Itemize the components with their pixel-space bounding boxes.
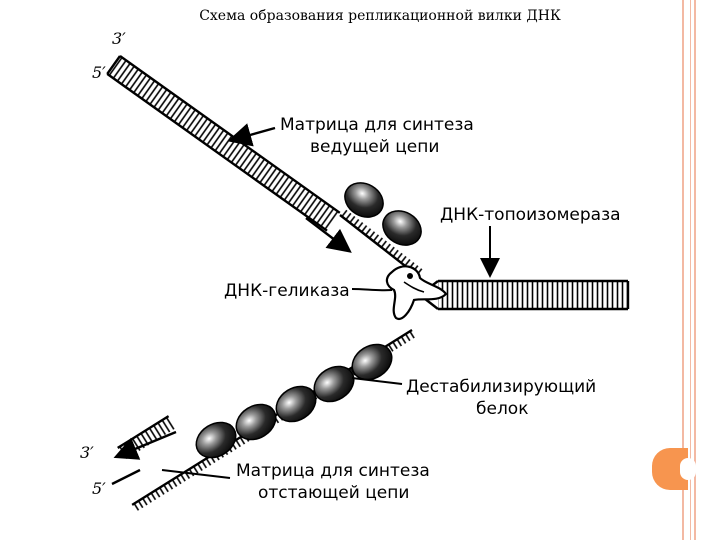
leading-template-label-line2: ведущей цепи <box>310 137 439 157</box>
slide-accent-shape <box>652 448 696 490</box>
ssb-proteins <box>195 343 393 459</box>
topoisomerase-proteins <box>344 182 422 246</box>
lagging-template-label-line1: Матрица для синтеза <box>236 461 430 481</box>
parental-dna-duplex <box>419 279 630 311</box>
bottom-5prime-label: 5′ <box>92 479 106 498</box>
leading-template-label-line1: Матрица для синтеза <box>280 115 474 135</box>
top-5prime-label: 5′ <box>92 63 106 82</box>
topoisomerase-label: ДНК-топоизомераза <box>440 205 621 225</box>
bottom-3prime-label: 3′ <box>80 443 94 462</box>
top-3prime-label: 3′ <box>112 29 126 48</box>
helicase-protein <box>385 265 448 320</box>
helicase-label: ДНК-геликаза <box>224 281 350 301</box>
slide-title: Схема образования репликационной вилки Д… <box>199 8 561 24</box>
slide-frame-line <box>690 0 691 540</box>
leading-strand-arm <box>106 55 424 278</box>
lagging-template-label-line2: отстающей цепи <box>258 483 409 503</box>
destabilizing-label-line1: Дестабилизирующий <box>406 377 596 397</box>
label-pointers <box>161 123 500 479</box>
destabilizing-label-line2: белок <box>476 399 528 419</box>
slide-frame <box>682 0 696 540</box>
